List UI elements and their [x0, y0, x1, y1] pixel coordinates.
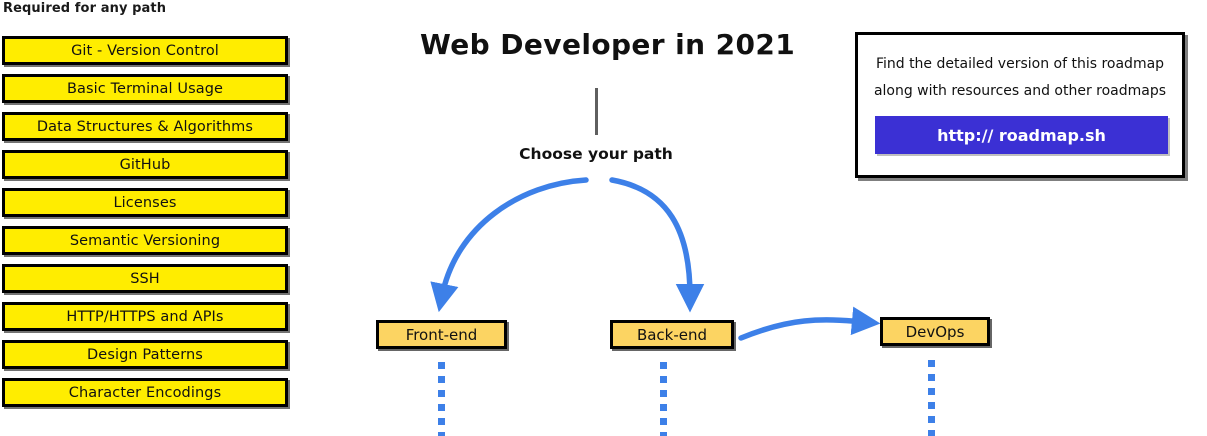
choose-path-label: Choose your path: [519, 145, 673, 163]
title-connector-line: [595, 88, 598, 135]
required-topic-label: Basic Terminal Usage: [66, 80, 224, 97]
required-topic-label: Design Patterns: [87, 346, 203, 363]
arrow-backend-to-devops: [738, 306, 881, 341]
required-topics-list: Git - Version Control Basic Terminal Usa…: [2, 36, 288, 416]
required-topic-label: Licenses: [113, 194, 177, 211]
required-topic-item[interactable]: Design Patterns: [2, 340, 288, 369]
path-node-frontend[interactable]: Front-end: [376, 320, 507, 349]
required-section-heading: Required for any path: [3, 1, 167, 16]
required-topic-label: HTTP/HTTPS and APIs: [66, 308, 224, 325]
required-topic-item[interactable]: GitHub: [2, 150, 288, 179]
dotted-trail-frontend: [438, 362, 445, 436]
path-node-label: Back-end: [636, 325, 708, 344]
required-topic-item[interactable]: Basic Terminal Usage: [2, 74, 288, 103]
required-topic-item[interactable]: Data Structures & Algorithms: [2, 112, 288, 141]
arrow-to-backend: [609, 177, 705, 313]
dotted-trail-backend: [660, 362, 667, 436]
path-node-backend[interactable]: Back-end: [610, 320, 734, 349]
roadmap-link-button[interactable]: http:// roadmap.sh: [875, 116, 1168, 154]
page-title: Web Developer in 2021: [420, 28, 796, 61]
required-topic-label: Character Encodings: [68, 384, 222, 401]
required-topic-label: GitHub: [119, 156, 171, 173]
info-box: Find the detailed version of this roadma…: [855, 32, 1185, 178]
info-box-line-1: Find the detailed version of this roadma…: [875, 56, 1165, 72]
path-node-label: Front-end: [405, 325, 478, 344]
required-topic-label: Semantic Versioning: [69, 232, 221, 249]
required-topic-label: Data Structures & Algorithms: [36, 118, 254, 135]
required-topic-item[interactable]: Licenses: [2, 188, 288, 217]
dotted-trail-devops: [928, 360, 935, 436]
required-topic-item[interactable]: Semantic Versioning: [2, 226, 288, 255]
path-node-label: DevOps: [905, 322, 965, 341]
roadmap-link-label: http:// roadmap.sh: [937, 125, 1106, 145]
required-topic-item[interactable]: SSH: [2, 264, 288, 293]
info-box-line-2: along with resources and other roadmaps: [873, 83, 1167, 99]
required-topic-item[interactable]: Git - Version Control: [2, 36, 288, 65]
required-topic-label: Git - Version Control: [71, 42, 219, 59]
required-topic-label: SSH: [130, 270, 160, 287]
required-topic-item[interactable]: Character Encodings: [2, 378, 288, 407]
required-topic-item[interactable]: HTTP/HTTPS and APIs: [2, 302, 288, 331]
path-node-devops[interactable]: DevOps: [880, 317, 990, 346]
arrow-to-frontend: [430, 177, 589, 313]
